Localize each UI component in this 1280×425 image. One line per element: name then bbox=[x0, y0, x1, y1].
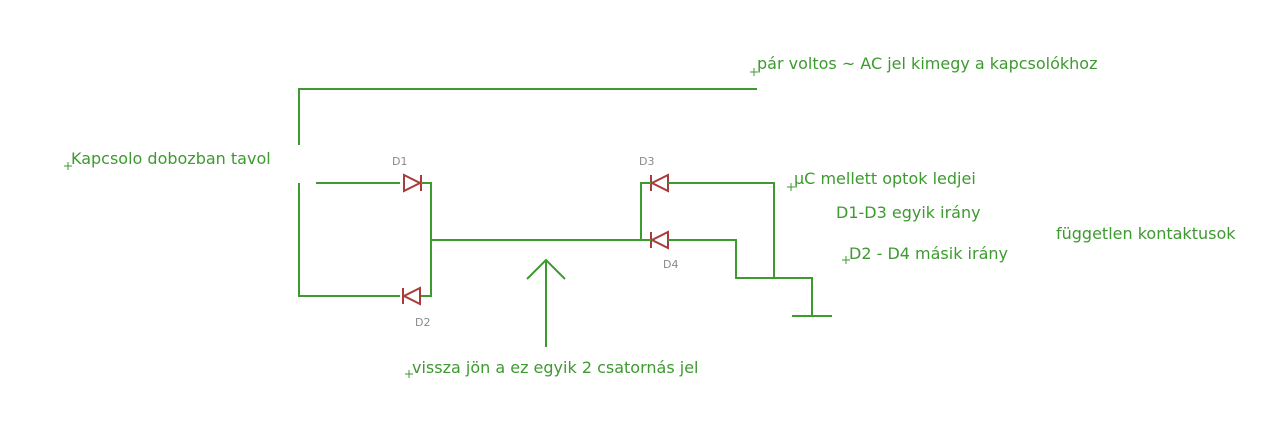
d1-ref: D1 bbox=[392, 155, 407, 168]
d3-opto-wire bbox=[668, 182, 775, 278]
ac-signal-label: pár voltos ~ AC jel kimegy a kapcsolókho… bbox=[757, 54, 1097, 73]
return-signal-label: vissza jön a ez egyik 2 csatornás jel bbox=[412, 358, 698, 377]
d2-ref: D2 bbox=[415, 316, 430, 329]
diode-d1 bbox=[403, 173, 423, 193]
d2-d4-direction-label: D2 - D4 másik irány bbox=[849, 244, 1008, 263]
return-arrow bbox=[526, 258, 566, 347]
d1-d3-direction-label: D1-D3 egyik irány bbox=[836, 203, 981, 222]
independent-contacts-label: független kontaktusok bbox=[1056, 224, 1236, 243]
ac-wire bbox=[298, 88, 757, 145]
d4-opto-wire bbox=[668, 239, 813, 316]
d3-node-wire bbox=[640, 182, 651, 241]
diode-d2 bbox=[401, 286, 421, 306]
d4-ref: D4 bbox=[663, 258, 678, 271]
d1-node-wire bbox=[421, 182, 432, 297]
d3-ref: D3 bbox=[639, 155, 654, 168]
remote-switch-label: Kapcsolo dobozban tavol bbox=[71, 149, 271, 168]
diode-d4 bbox=[649, 230, 669, 250]
switch-wire-d2 bbox=[298, 183, 400, 297]
label-anchor-crosses bbox=[64, 68, 850, 378]
optocoupler-label: µC mellett optok ledjei bbox=[794, 169, 976, 188]
diode-d3 bbox=[649, 173, 669, 193]
